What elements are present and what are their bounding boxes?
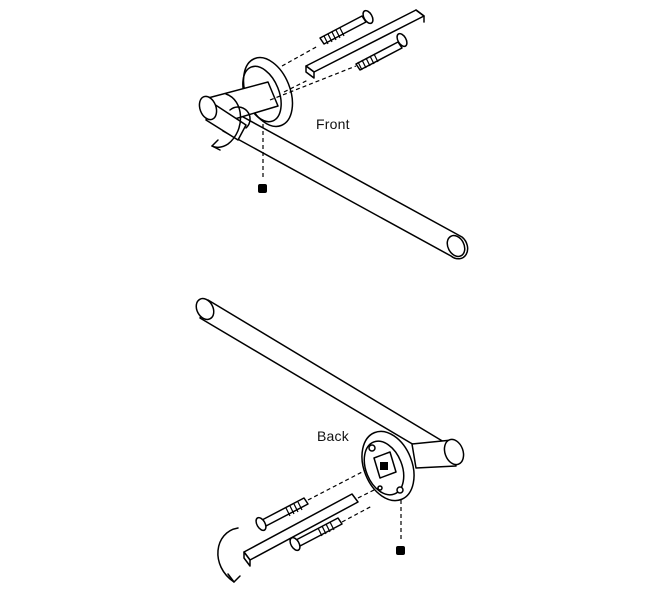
back-label: Back — [317, 428, 349, 444]
front-view — [198, 9, 469, 260]
front-screw-upper — [319, 9, 374, 45]
front-long-rail — [222, 111, 469, 260]
front-screw-lower — [355, 32, 408, 71]
back-spindle — [243, 493, 359, 567]
back-screw-upper — [255, 497, 309, 532]
back-arm — [411, 438, 465, 469]
front-label: Front — [316, 116, 350, 132]
front-arm — [198, 81, 279, 141]
back-view — [195, 297, 465, 583]
rotate-arrow-icon — [211, 93, 242, 149]
back-rosette — [361, 430, 415, 502]
back-screw-lower — [289, 517, 343, 552]
back-grub-screw — [396, 546, 405, 555]
front-spindle — [305, 9, 425, 79]
rotate-arrow-icon — [217, 527, 239, 583]
front-grub-screw — [258, 184, 267, 193]
